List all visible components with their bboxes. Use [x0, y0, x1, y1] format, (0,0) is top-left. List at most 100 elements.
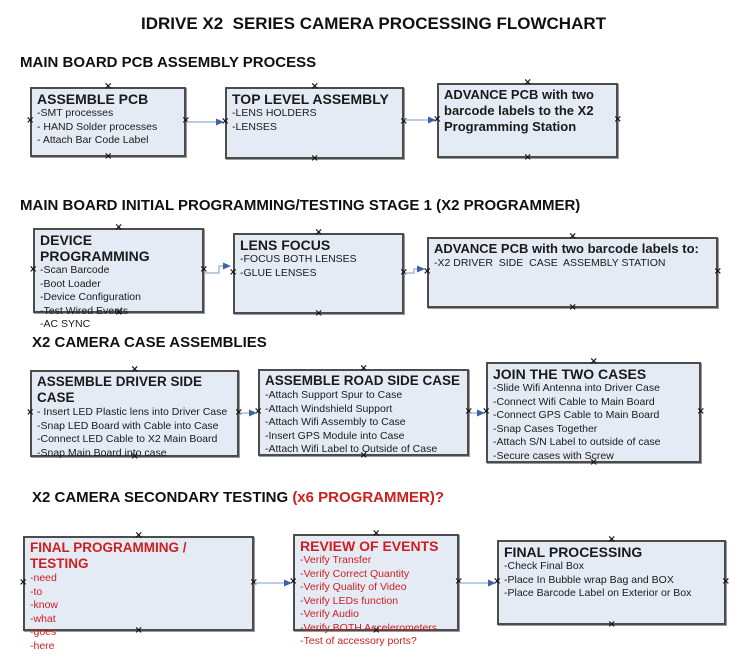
flow-box-assemble-driver-side-case: ×××× ASSEMBLE DRIVER SIDE CASE - Insert … — [26, 365, 243, 462]
anchor-handle-icon: × — [310, 81, 319, 92]
box-line: -Verify LEDs function — [300, 594, 399, 607]
anchor-handle-icon: × — [433, 113, 442, 125]
box-title: FINAL PROGRAMMING / TESTING — [30, 540, 191, 571]
box-line: -Attach Windshield Support — [265, 402, 393, 415]
box-line: -Device Configuration — [40, 291, 141, 303]
box-line: -what — [30, 612, 56, 625]
box-line: -to — [30, 585, 43, 598]
box-line: -Check Final Box — [504, 560, 584, 572]
box-line: -SMT processes — [37, 107, 114, 119]
box-line: -need — [30, 572, 57, 584]
section-heading-initial-programming: MAIN BOARD INITIAL PROGRAMMING/TESTING S… — [20, 197, 581, 214]
anchor-handle-icon: × — [372, 528, 381, 539]
box-title: REVIEW OF EVENTS — [300, 538, 439, 554]
anchor-handle-icon: × — [314, 308, 323, 319]
box-line: -Test of accessory ports? — [300, 635, 417, 647]
box-line: -Snap Main Board into case — [37, 446, 167, 459]
anchor-handle-icon: × — [464, 405, 473, 417]
section-heading-secondary-testing: X2 CAMERA SECONDARY TESTING (x6 PROGRAMM… — [32, 489, 444, 506]
flow-box-final-programming-testing: × × × × FINAL PROGRAMMING / TESTING -need -… — [19, 531, 258, 652]
box-line: -X2 DRIVER SIDE CASE ASSEMBLY STATION — [434, 257, 666, 269]
box-line: -Attach Support Spur to Case — [265, 389, 403, 401]
anchor-handle-icon: × — [289, 575, 298, 587]
flow-box-review-of-events: ×××× REVIEW OF EVENTS -Verify Transfer -… — [289, 529, 463, 648]
anchor-handle-icon: × — [104, 81, 113, 92]
anchor-handle-icon: × — [523, 77, 532, 88]
box-line: -Place In Bubble wrap Bag and BOX — [504, 573, 674, 586]
box-line: -GLUE LENSES — [240, 266, 317, 279]
box-line: -goes — [30, 626, 57, 638]
anchor-handle-icon: × — [249, 576, 258, 588]
anchor-handle-icon: × — [696, 405, 705, 417]
box-line: - HAND Solder processes — [37, 120, 158, 133]
anchor-handle-icon: × — [399, 116, 408, 127]
anchor-handle-icon: × — [130, 364, 139, 375]
anchor-handle-icon: × — [134, 530, 143, 541]
box-line: -Verify BOTH Accelerometers — [300, 621, 438, 634]
box-line: -Verify Quality of Video — [300, 581, 407, 593]
flow-box-lens-focus: ×××× LENS FOCUS -FOCUS BOTH LENSES -GLUE… — [229, 228, 408, 319]
section-heading-red-part: (x6 PROGRAMMER)? — [292, 489, 444, 506]
anchor-handle-icon: × — [19, 576, 28, 588]
box-line: -Connect Wifi Cable to Main Board — [493, 395, 655, 408]
box-title: LENS FOCUS — [240, 237, 331, 253]
anchor-handle-icon: × — [130, 451, 139, 462]
anchor-handle-icon: × — [493, 575, 502, 587]
box-line: -LENS HOLDERS — [232, 107, 317, 119]
flow-box-assemble-pcb: ×××× ASSEMBLE PCB -SMT processes - HAND … — [26, 82, 190, 162]
box-line: -here — [30, 639, 55, 652]
anchor-handle-icon: × — [713, 265, 722, 277]
flow-box-join-the-two-cases: ×××× JOIN THE TWO CASES -Slide Wifi Ante… — [482, 357, 705, 468]
box-title: FINAL PROCESSING — [504, 544, 643, 560]
anchor-handle-icon: × — [613, 113, 622, 125]
box-line: -Verify Audio — [300, 608, 359, 620]
box-line: -Verify Correct Quantity — [300, 567, 410, 580]
section-heading-pcb-assembly: MAIN BOARD PCB ASSEMBLY PROCESS — [20, 54, 317, 71]
page-title: IDRIVE X2 SERIES CAMERA PROCESSING FLOWC… — [140, 14, 607, 33]
anchor-handle-icon: × — [254, 405, 263, 417]
connector-arrow — [187, 119, 489, 584]
box-line: - Attach Bar Code Label — [37, 134, 149, 146]
anchor-handle-icon: × — [423, 265, 432, 277]
anchor-handle-icon: × — [359, 363, 368, 374]
box-line: -Snap LED Board with Cable into Case — [37, 419, 219, 432]
box-line: -Connect GPS Cable to Main Board — [493, 409, 660, 421]
anchor-handle-icon: × — [454, 575, 463, 587]
box-line: -LENSES — [232, 120, 277, 133]
box-line: -Place Barcode Label on Exterior or Box — [504, 587, 692, 599]
box-line: -AC SYNC — [40, 318, 91, 330]
anchor-handle-icon: × — [523, 152, 532, 163]
anchor-handle-icon: × — [199, 263, 208, 275]
box-line: -Attach Wifi Label to Outside of Case — [265, 443, 438, 455]
section-heading-black-part: X2 CAMERA SECONDARY TESTING — [32, 489, 293, 506]
anchor-handle-icon: × — [721, 575, 730, 587]
anchor-handle-icon: × — [114, 307, 123, 318]
box-line: -FOCUS BOTH LENSES — [240, 253, 357, 265]
box-line: -Scan Barcode — [40, 264, 110, 276]
box-title: ASSEMBLE ROAD SIDE CASE — [265, 373, 461, 388]
anchor-handle-icon: × — [26, 406, 35, 418]
box-line: -Connect LED Cable to X2 Main Board — [37, 433, 218, 445]
box-line: -know — [30, 599, 59, 611]
anchor-handle-icon: × — [221, 116, 230, 127]
anchor-handle-icon: × — [314, 227, 323, 238]
connector-arrowhead-icon — [216, 116, 496, 587]
anchor-handle-icon: × — [589, 356, 598, 367]
section-heading-case-assemblies: X2 CAMERA CASE ASSEMBLIES — [32, 334, 267, 351]
box-line: -Secure cases with Screw — [493, 449, 614, 462]
anchor-handle-icon: × — [134, 625, 143, 636]
box-line: -Boot Loader — [40, 277, 101, 290]
anchor-handle-icon: × — [399, 266, 408, 278]
box-line: -Test Wired Events — [40, 304, 129, 317]
box-line: -Snap Cases Together — [493, 422, 598, 435]
anchor-handle-icon: × — [104, 151, 113, 162]
box-title: TOP LEVEL ASSEMBLY — [232, 91, 389, 107]
anchor-handle-icon: × — [310, 153, 319, 164]
anchor-handle-icon: × — [359, 450, 368, 461]
box-line: -Attach Wifi Assembly to Case — [265, 416, 406, 428]
anchor-handle-icon: × — [181, 115, 190, 126]
box-line: -Attach S/N Label to outside of case — [493, 436, 661, 448]
box-title: ASSEMBLE DRIVER SIDE CASE — [37, 374, 206, 405]
anchor-handle-icon: × — [607, 534, 616, 545]
